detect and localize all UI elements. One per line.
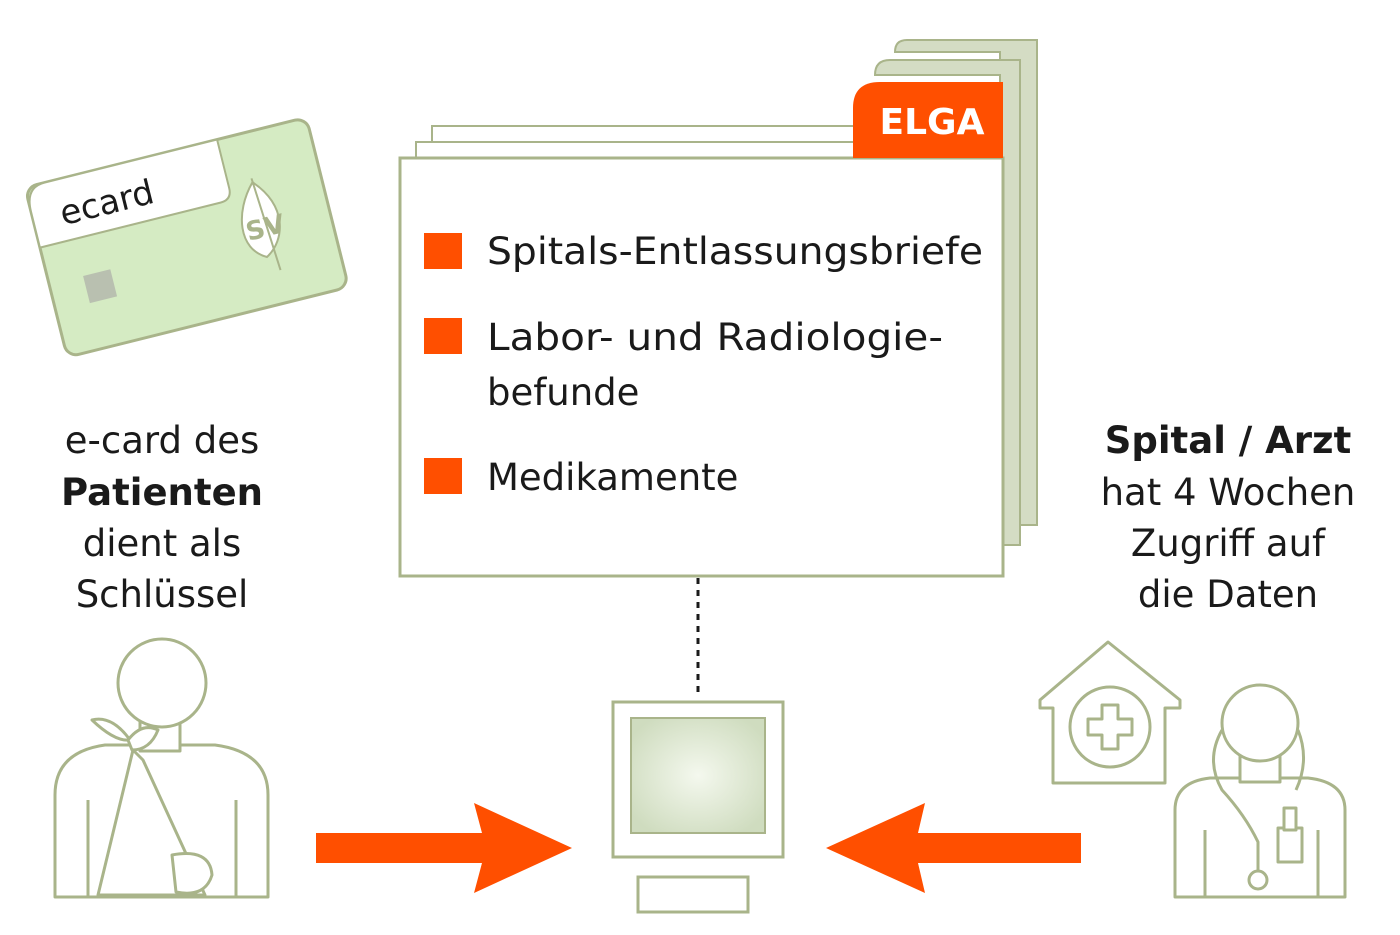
hospital-icon bbox=[1038, 640, 1182, 785]
sv-logo-icon: SV bbox=[240, 178, 288, 271]
patient-icon bbox=[53, 637, 270, 899]
computer-icon bbox=[611, 700, 785, 914]
patient-caption-line1: e-card des bbox=[65, 419, 259, 462]
doctor-caption: Spital / Arzt hat 4 Wochen Zugriff auf d… bbox=[1101, 419, 1356, 616]
arrow-right-icon bbox=[316, 803, 572, 893]
elga-tab-label: ELGA bbox=[880, 102, 985, 143]
doctor-caption-line3: Zugriff auf bbox=[1131, 522, 1326, 565]
doctor-caption-line4: die Daten bbox=[1138, 573, 1318, 616]
folder-item-2-line2: befunde bbox=[487, 371, 639, 414]
elga-folder: ELGA Spitals-Entlassungsbriefe Labor- un… bbox=[398, 39, 1038, 578]
ecard: ecard SV bbox=[25, 118, 348, 357]
card-chip-icon bbox=[83, 269, 118, 304]
patient-caption: e-card des Patienten dient als Schlüssel bbox=[61, 419, 263, 616]
doctor-icon bbox=[1173, 683, 1347, 899]
doctor-caption-line1: Spital / Arzt bbox=[1105, 419, 1352, 462]
doctor-caption-line2: hat 4 Wochen bbox=[1101, 471, 1356, 514]
folder-main-sheet bbox=[398, 156, 1005, 578]
patient-caption-line3: dient als bbox=[83, 522, 241, 565]
elga-tab bbox=[853, 82, 1003, 158]
bullet-icon bbox=[424, 318, 462, 354]
folder-item-2-line1: Labor- und Radiologie- bbox=[487, 316, 943, 359]
bullet-icon bbox=[424, 458, 462, 494]
patient-caption-line2: Patienten bbox=[61, 471, 263, 514]
bullet-icon bbox=[424, 233, 462, 269]
arrow-left-icon bbox=[826, 803, 1081, 893]
patient-caption-line4: Schlüssel bbox=[76, 573, 249, 616]
folder-item-3: Medikamente bbox=[487, 456, 738, 499]
folder-item-1: Spitals-Entlassungsbriefe bbox=[487, 230, 983, 273]
